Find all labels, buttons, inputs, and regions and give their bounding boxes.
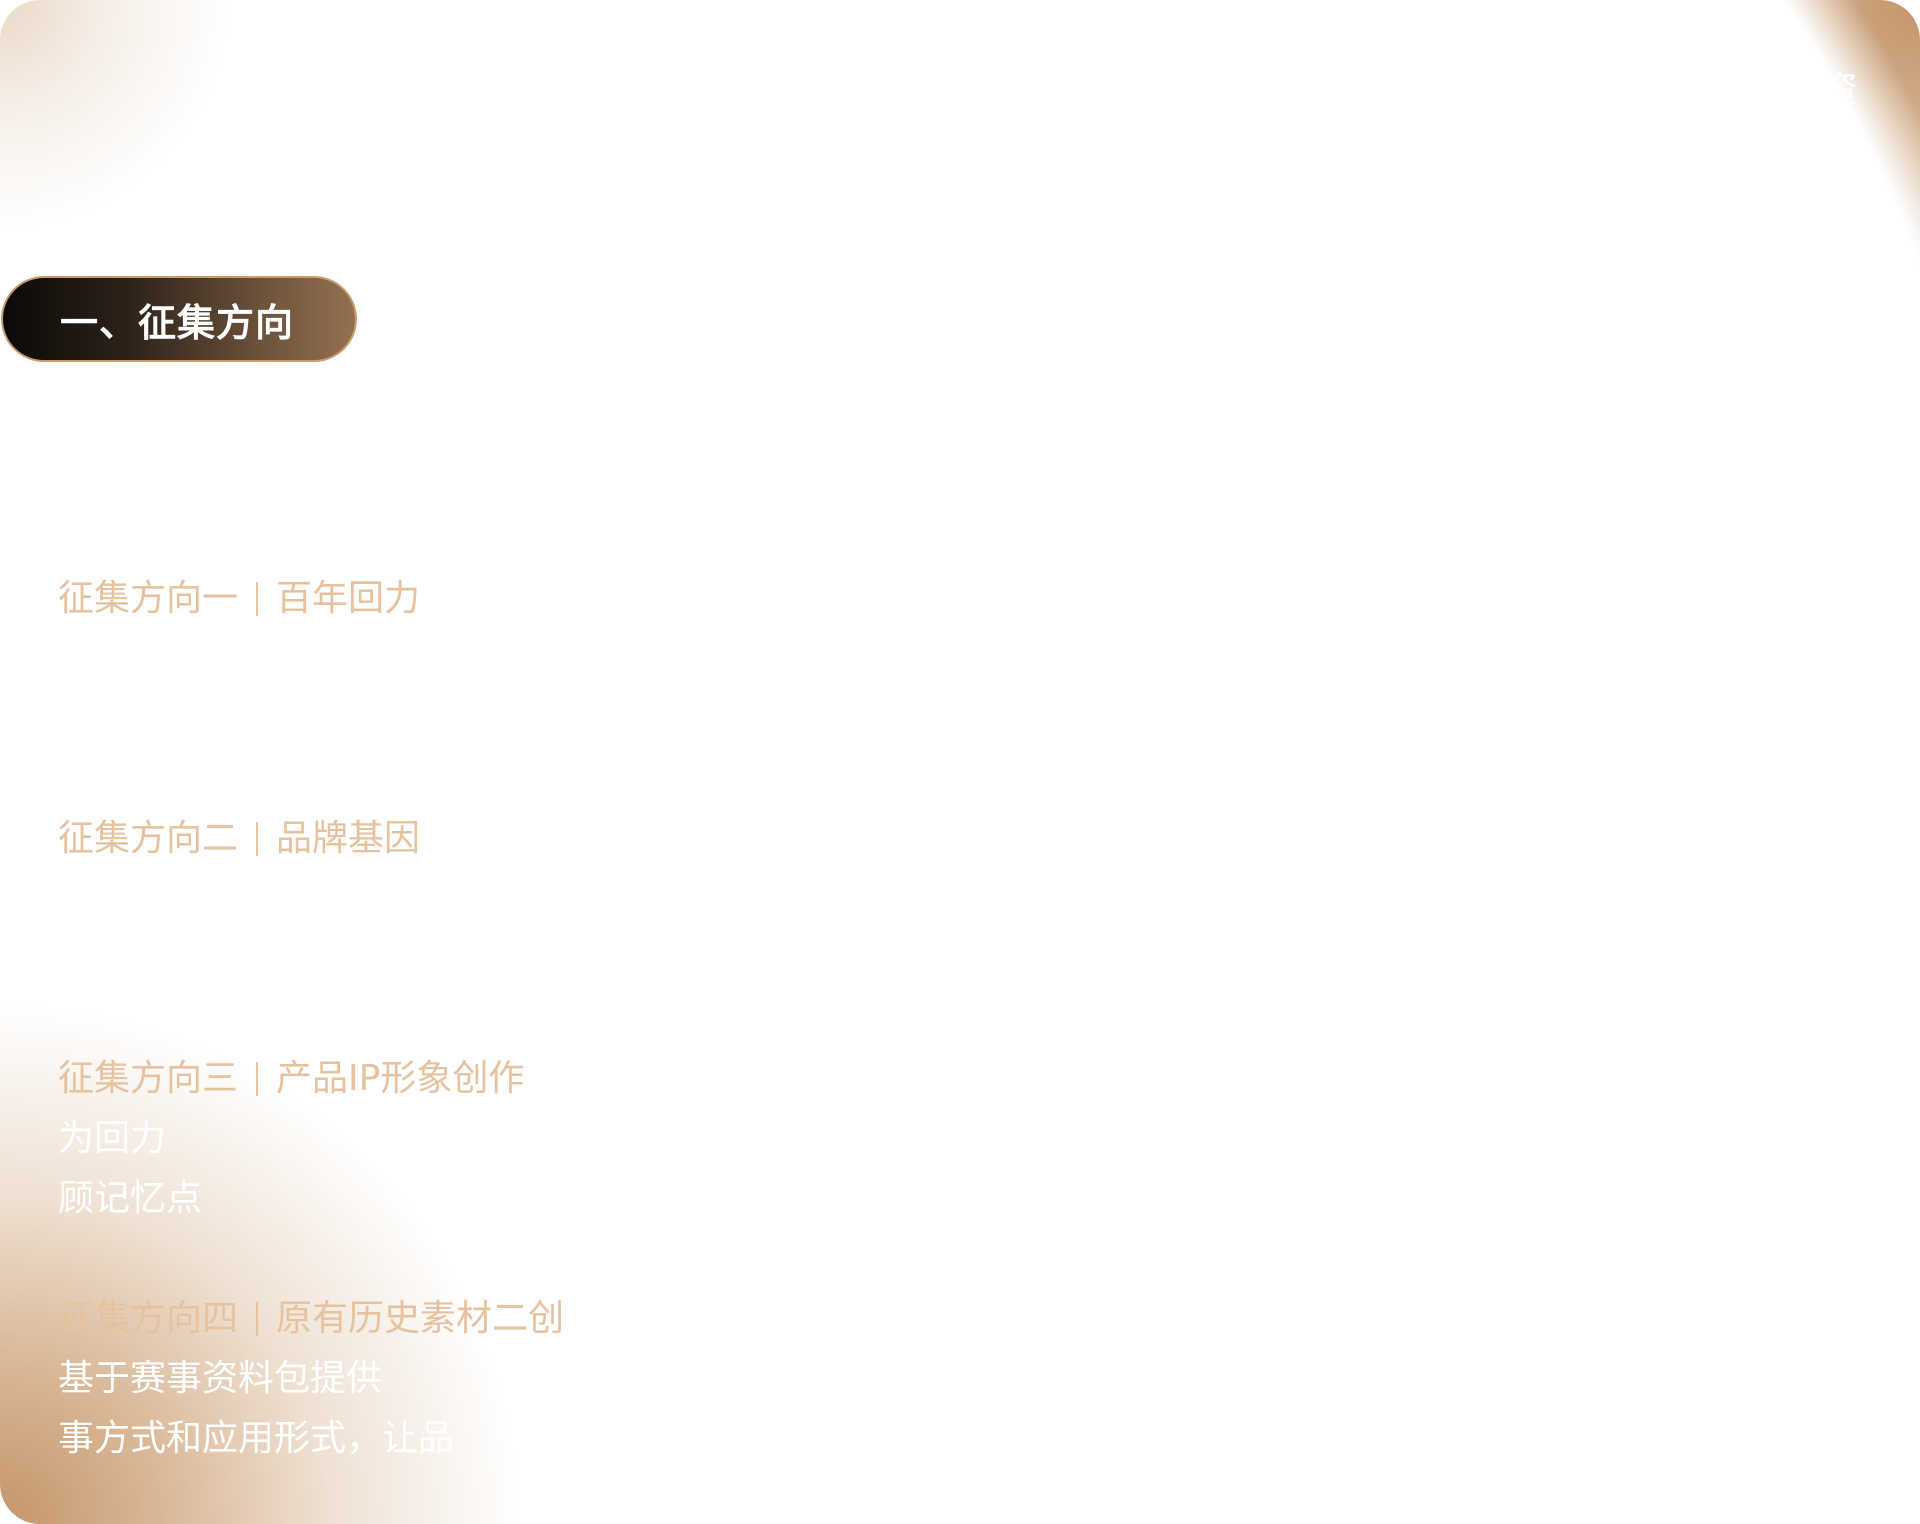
heading-separator [256,822,259,856]
heading-separator [256,1062,259,1096]
direction-3-name: 产品IP形象创作 [276,1058,525,1099]
direction-1-label: 征集方向一 [58,578,239,619]
direction-4-line-1: 基于赛事资料包提供 [58,1358,383,1399]
section-title-pill: 一、征集方向 [1,276,357,362]
direction-4-description: 基于赛事资料包提供 事方式和应用形式，让品 [58,1349,1858,1469]
direction-2-heading: 征集方向二 品牌基因 [58,813,420,865]
direction-2-name: 品牌基因 [276,818,421,859]
intro-paragraph: 品矩阵与品牌视觉资 点。 [58,60,1858,180]
section-lead-text: 可选 [1784,399,1858,442]
intro-line-1: 品矩阵与品牌视觉资 [1525,68,1858,111]
section-title: 一、征集方向 [60,300,295,345]
direction-3-line-1: 为回力 [58,1118,167,1159]
direction-4-name: 原有历史素材二创 [276,1298,565,1339]
heading-separator [256,1302,259,1336]
direction-1-name: 百年回力 [276,578,421,619]
direction-4-label: 征集方向四 [58,1298,239,1339]
direction-4-heading: 征集方向四 原有历史素材二创 [58,1293,564,1345]
direction-1-heading: 征集方向一 百年回力 [58,573,420,625]
intro-line-2: 点。 [1564,128,1638,171]
direction-4-line-2: 事方式和应用形式，让品 [58,1418,455,1459]
direction-3-heading: 征集方向三 产品IP形象创作 [58,1053,524,1105]
direction-3-label: 征集方向三 [58,1058,239,1099]
heading-separator [256,582,259,616]
direction-3-description: 为回力 顾记忆点 [58,1109,1858,1229]
direction-2-label: 征集方向二 [58,818,239,859]
direction-3-line-2: 顾记忆点 [58,1178,203,1219]
